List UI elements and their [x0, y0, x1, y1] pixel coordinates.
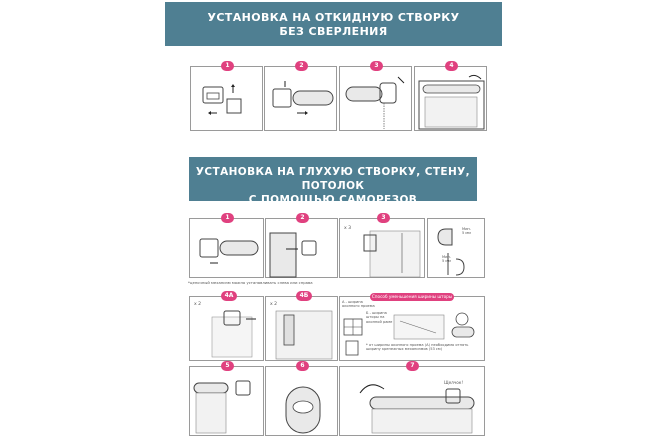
step-badge: 2: [295, 61, 308, 71]
section2-title-banner: УСТАНОВКА НА ГЛУХУЮ СТВОРКУ, СТЕНУ, ПОТО…: [189, 157, 477, 206]
width-method-panel: Способ уменьшения ширины шторы А - ширин…: [339, 293, 485, 361]
s2-step2-panel: 2: [265, 213, 338, 278]
s2-step7-panel: 7 Щелчок!: [339, 361, 485, 436]
bracket-screw-illustration: [199, 238, 259, 264]
multiplier-label: x 2: [194, 302, 202, 307]
window-width-illustration: [343, 312, 475, 356]
s2-step3-panel: 3 x 3: [339, 213, 425, 278]
s1-step3-panel: 3: [339, 61, 412, 131]
step-badge: 3: [370, 61, 383, 71]
step-badge: 3: [377, 213, 390, 223]
frame-mount-illustration: [275, 310, 333, 360]
s2-min-detail-panel: Мин. 5 мм Мин. 5 мм: [427, 218, 485, 278]
label-a: А - ширина оконного проема: [342, 300, 375, 309]
section1-title-banner: УСТАНОВКА НА ОТКИДНУЮ СТВОРКУ БЕЗ СВЕРЛЕ…: [165, 2, 502, 46]
step-badge: 4: [445, 61, 458, 71]
click-label: Щелчок!: [444, 380, 464, 385]
min-label-1: Мин. 5 мм: [462, 227, 471, 236]
step-badge: 1: [221, 61, 234, 71]
cap-detail-illustration: [285, 386, 321, 434]
step-badge: 6: [296, 361, 309, 371]
s2-step4a-panel: 4А x 2: [189, 291, 264, 361]
width-method-label: Способ уменьшения ширины шторы: [370, 293, 454, 301]
ceiling-mount-illustration: [363, 230, 421, 278]
min-gap-illustration: [437, 228, 465, 276]
s1-step4-panel: 4: [414, 61, 487, 131]
s1-step1-panel: 1: [190, 61, 263, 131]
step-badge: 4Б: [296, 291, 312, 301]
s1-step2-panel: 2: [264, 61, 337, 131]
section1-title-line2: БЕЗ СВЕРЛЕНИЯ: [279, 25, 388, 38]
s2-step5-panel: 5: [189, 361, 264, 436]
roller-blind-illustration: [193, 380, 251, 434]
wall-mount-illustration: [211, 310, 256, 358]
step-badge: 1: [221, 213, 234, 223]
window-sash-illustration: [418, 74, 485, 130]
step-badge: 2: [296, 213, 309, 223]
step-badge: 4А: [221, 291, 237, 301]
multiplier-label: x 2: [270, 302, 278, 307]
width-note: * от ширины оконного проема (А) необходи…: [366, 343, 469, 352]
section2-title-line1: УСТАНОВКА НА ГЛУХУЮ СТВОРКУ, СТЕНУ, ПОТО…: [195, 166, 471, 192]
roller-insert-illustration: [269, 232, 317, 278]
min-label-2: Мин. 5 мм: [442, 255, 451, 264]
label-b: Б - ширина шторы на оконной раме: [366, 311, 393, 324]
row1-footnote: *цепочный механизм можно устанавливать с…: [188, 280, 313, 285]
roller-bracket-illustration: [272, 81, 334, 115]
step-badge: 7: [406, 361, 419, 371]
s2-step4b-panel: 4Б x 2: [265, 291, 338, 361]
snap-in-illustration: [359, 384, 475, 434]
section2-title-line2: С ПОМОЩЬЮ САМОРЕЗОВ: [248, 194, 418, 206]
bracket-illustration: [202, 84, 242, 115]
multiplier-label: x 3: [344, 226, 352, 231]
s2-step6-panel: 6: [265, 361, 338, 436]
chain-mechanism-illustration: [345, 76, 405, 129]
section1-title-line1: УСТАНОВКА НА ОТКИДНУЮ СТВОРКУ: [207, 11, 460, 24]
step-badge: 5: [221, 361, 234, 371]
s2-step1-panel: 1: [189, 213, 264, 278]
